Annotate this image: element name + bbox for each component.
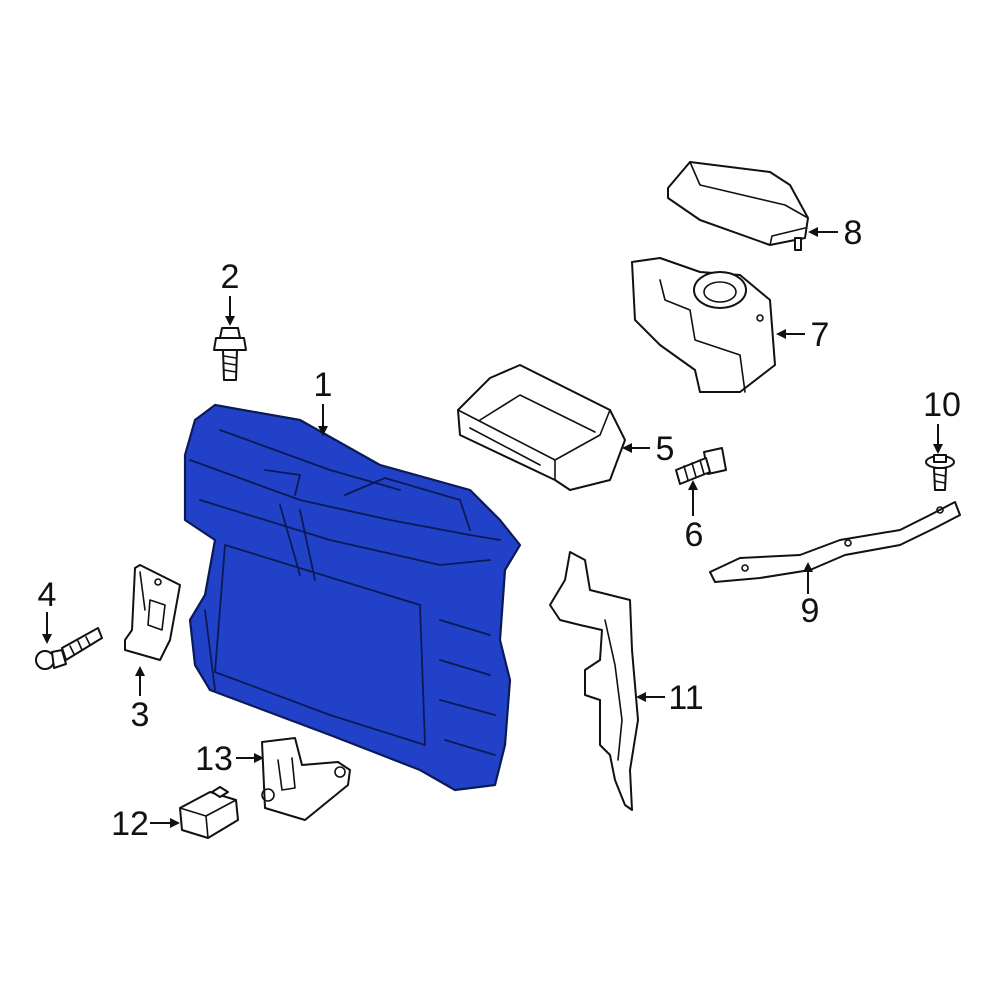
- callout-12[interactable]: 12: [111, 805, 149, 843]
- part-1-body: [183, 403, 522, 792]
- part-2-bolt[interactable]: [213, 327, 247, 381]
- part-6-screw[interactable]: [675, 447, 727, 485]
- callout-2[interactable]: 2: [221, 258, 240, 296]
- part-10-bolt[interactable]: [925, 454, 955, 491]
- part-1-radiator-support[interactable]: [183, 403, 522, 792]
- part-3-bracket[interactable]: [124, 564, 181, 661]
- callout-4[interactable]: 4: [38, 576, 57, 614]
- callout-3[interactable]: 3: [131, 696, 150, 734]
- callout-13[interactable]: 13: [195, 740, 233, 778]
- part-7-air-intake[interactable]: [631, 257, 776, 393]
- callout-7[interactable]: 7: [811, 316, 830, 354]
- leader-lines: [42, 227, 943, 828]
- callout-6[interactable]: 6: [685, 516, 704, 554]
- part-8-cover[interactable]: [667, 161, 809, 251]
- part-12-connector[interactable]: [179, 786, 239, 839]
- part-1-inner-frame: [214, 544, 426, 746]
- part-5-air-duct[interactable]: [457, 364, 626, 491]
- part-13-sensor-bracket[interactable]: [261, 737, 351, 821]
- part-4-bolt[interactable]: [35, 627, 103, 670]
- part-11-air-guide[interactable]: [549, 551, 639, 811]
- callout-labels: 1 2 3 4 5 6 7 8 9 10 11 12 13: [38, 214, 961, 843]
- callout-5[interactable]: 5: [656, 430, 675, 468]
- part-9-strip[interactable]: [709, 501, 961, 583]
- callout-9[interactable]: 9: [801, 592, 820, 630]
- callout-11[interactable]: 11: [668, 679, 703, 717]
- callout-1[interactable]: 1: [314, 366, 333, 404]
- callout-10[interactable]: 10: [923, 386, 961, 424]
- callout-8[interactable]: 8: [844, 214, 863, 252]
